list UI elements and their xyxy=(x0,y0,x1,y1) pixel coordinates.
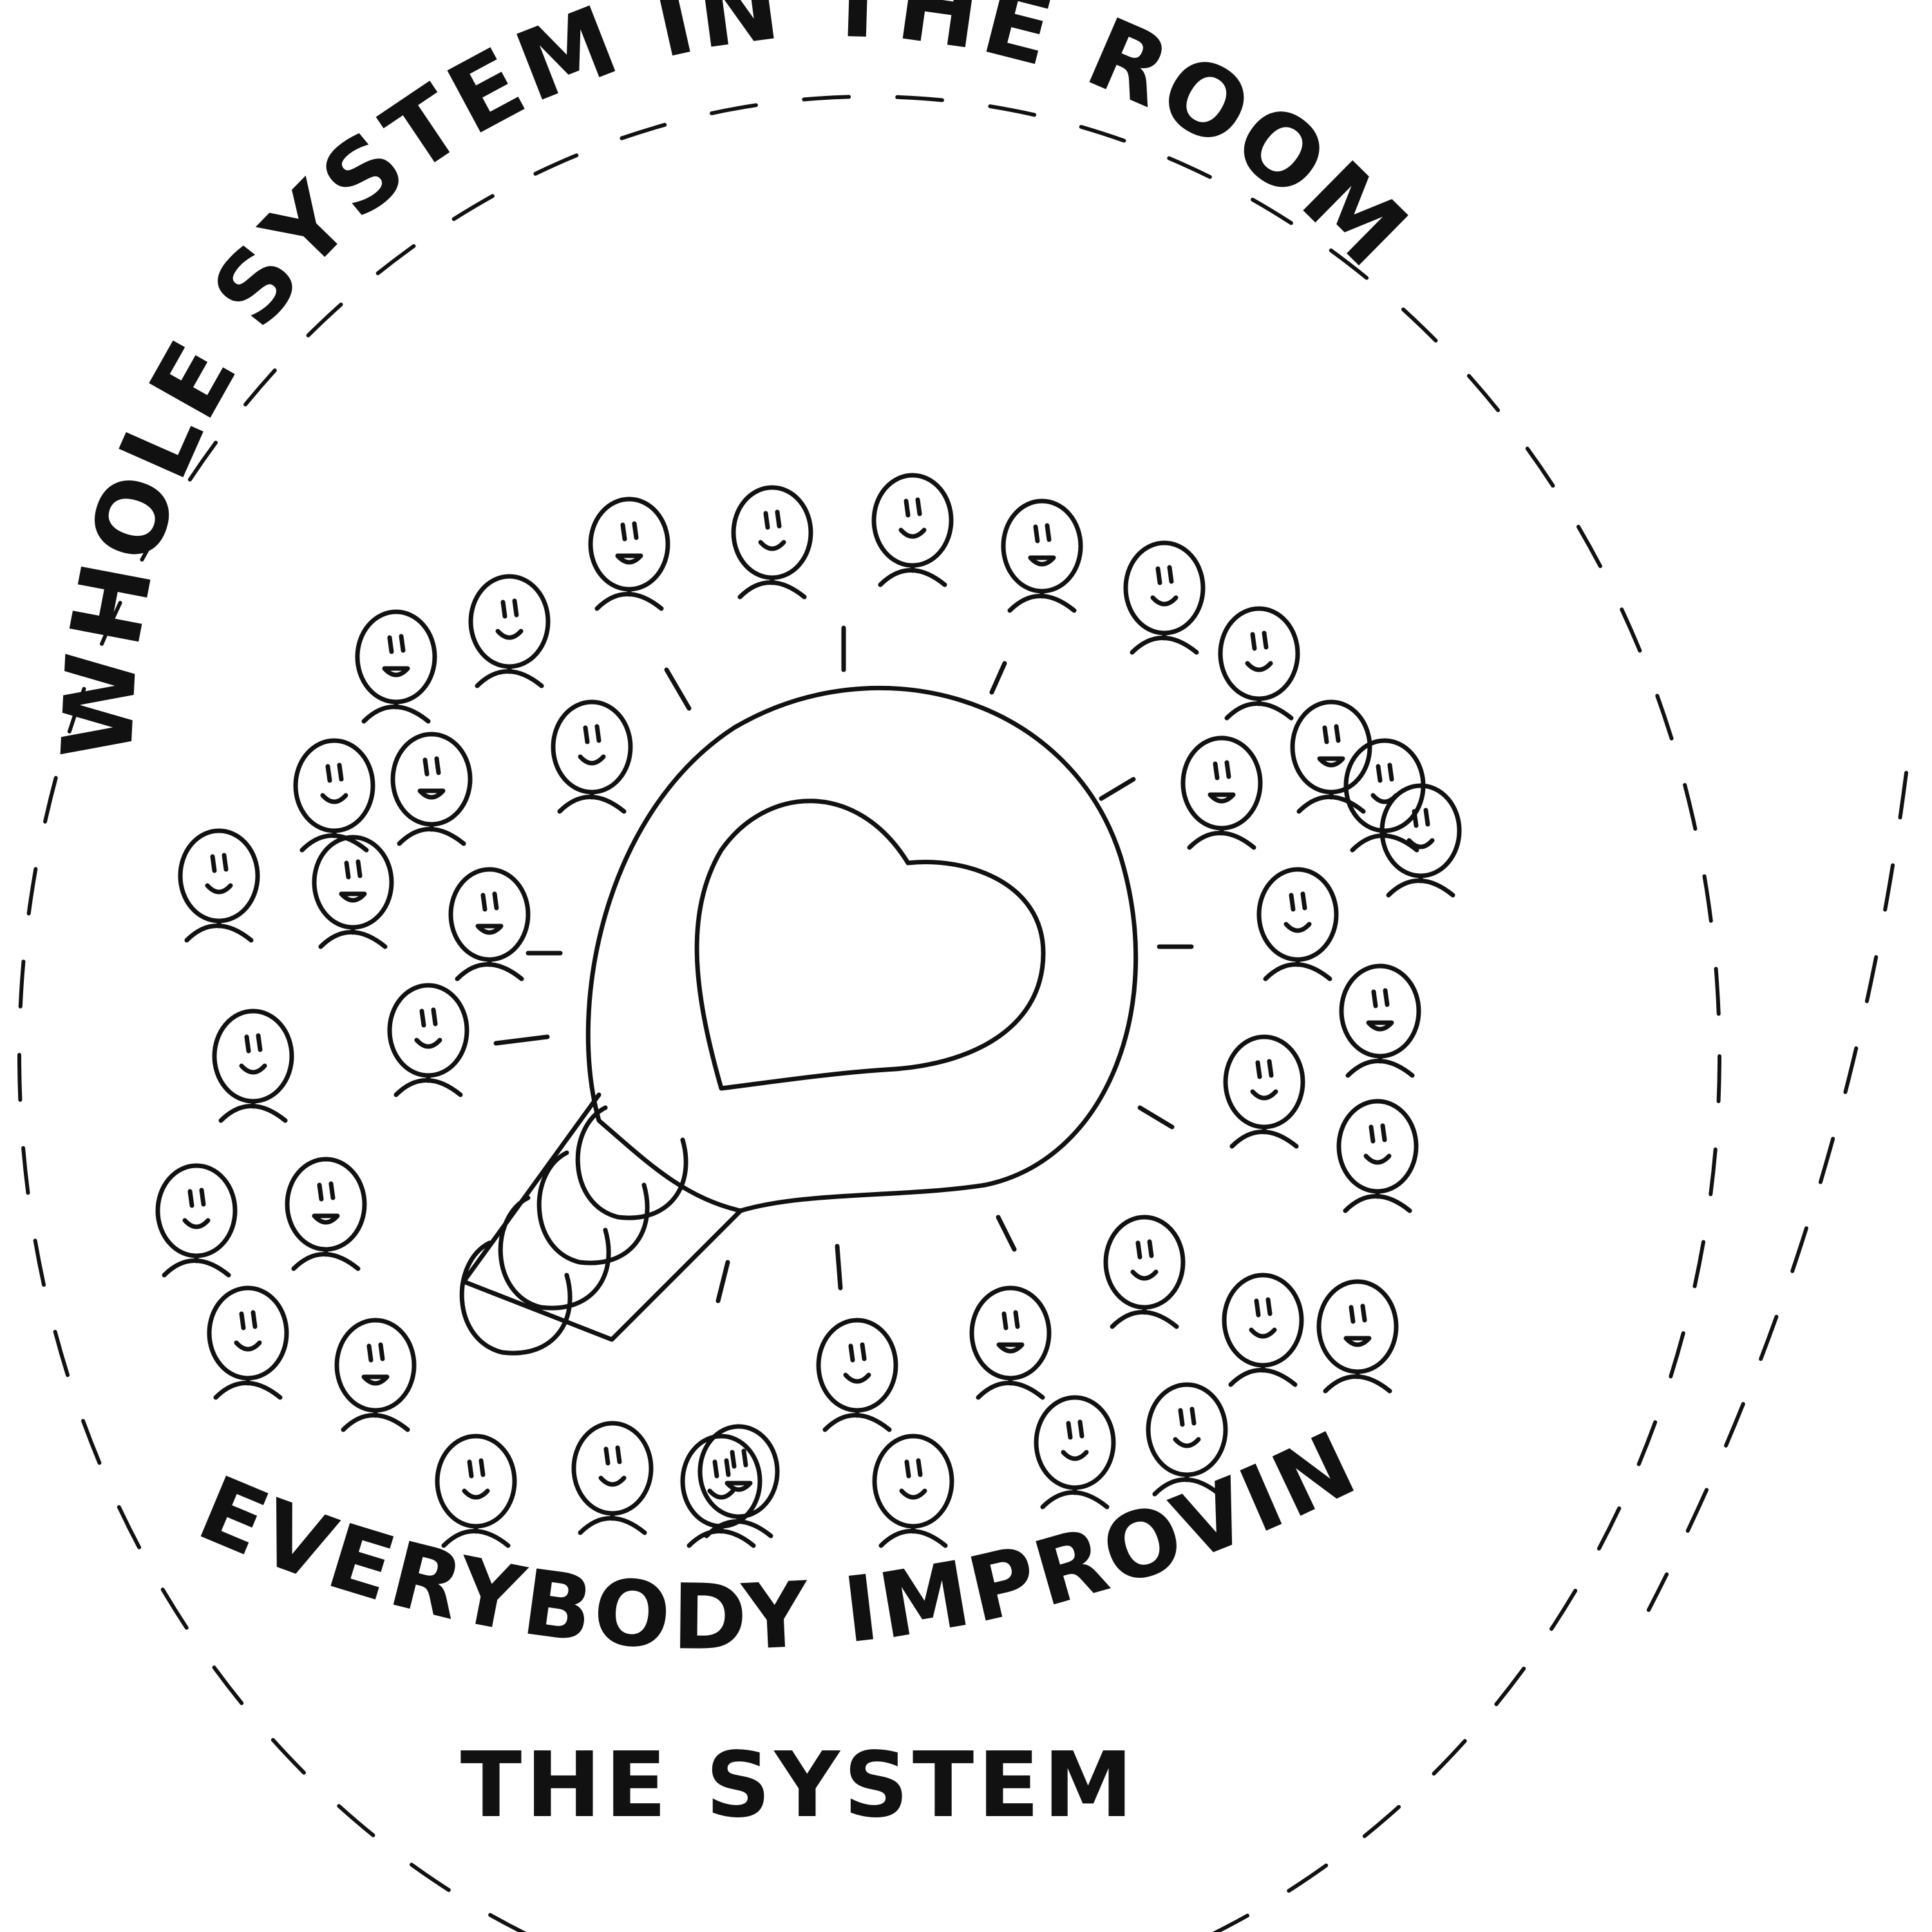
person-icon xyxy=(1290,699,1372,814)
person-icon xyxy=(1103,1215,1186,1329)
lightbulb-icon xyxy=(459,685,1139,1356)
person-icon xyxy=(588,497,670,611)
person-icon xyxy=(212,1009,294,1123)
heart-icon xyxy=(694,799,1046,1091)
person-icon xyxy=(1034,1395,1116,1510)
people-group xyxy=(155,473,1462,1548)
person-icon xyxy=(551,699,633,814)
person-icon xyxy=(871,473,954,587)
person-icon xyxy=(1256,867,1339,981)
person-icon xyxy=(355,609,437,724)
person-icon xyxy=(872,1434,954,1548)
outer-dashed-ring xyxy=(17,95,1721,1932)
person-icon xyxy=(1146,1382,1228,1497)
person-icon xyxy=(155,1163,238,1278)
bottom-caption-line2: THE SYSTEM xyxy=(460,1733,1137,1838)
light-rays xyxy=(493,625,1194,1303)
person-icon xyxy=(680,1434,762,1548)
person-icon xyxy=(1218,606,1300,721)
person-icon xyxy=(387,983,469,1097)
person-icon xyxy=(1180,735,1263,850)
person-icon xyxy=(1316,1279,1399,1394)
person-icon xyxy=(390,732,473,846)
person-icon xyxy=(435,1434,517,1548)
person-icon xyxy=(468,574,551,688)
person-icon xyxy=(334,1318,417,1432)
person-icon xyxy=(1001,498,1083,613)
person-icon xyxy=(969,1285,1052,1400)
person-icon xyxy=(1123,540,1206,655)
person-icon xyxy=(448,867,531,981)
person-icon xyxy=(1223,1034,1305,1149)
person-icon xyxy=(1343,738,1426,853)
person-icon xyxy=(293,738,375,853)
person-icon xyxy=(816,1318,898,1432)
person-icon xyxy=(312,835,394,949)
person-icon xyxy=(1336,1099,1419,1213)
person-icon xyxy=(285,1157,367,1271)
right-dashed-arc xyxy=(1647,771,1908,1612)
person-icon xyxy=(571,1421,654,1535)
person-icon xyxy=(1222,1273,1304,1387)
person-icon xyxy=(731,485,813,600)
person-icon xyxy=(178,828,260,943)
person-icon xyxy=(1339,963,1421,1078)
person-icon xyxy=(207,1285,289,1400)
